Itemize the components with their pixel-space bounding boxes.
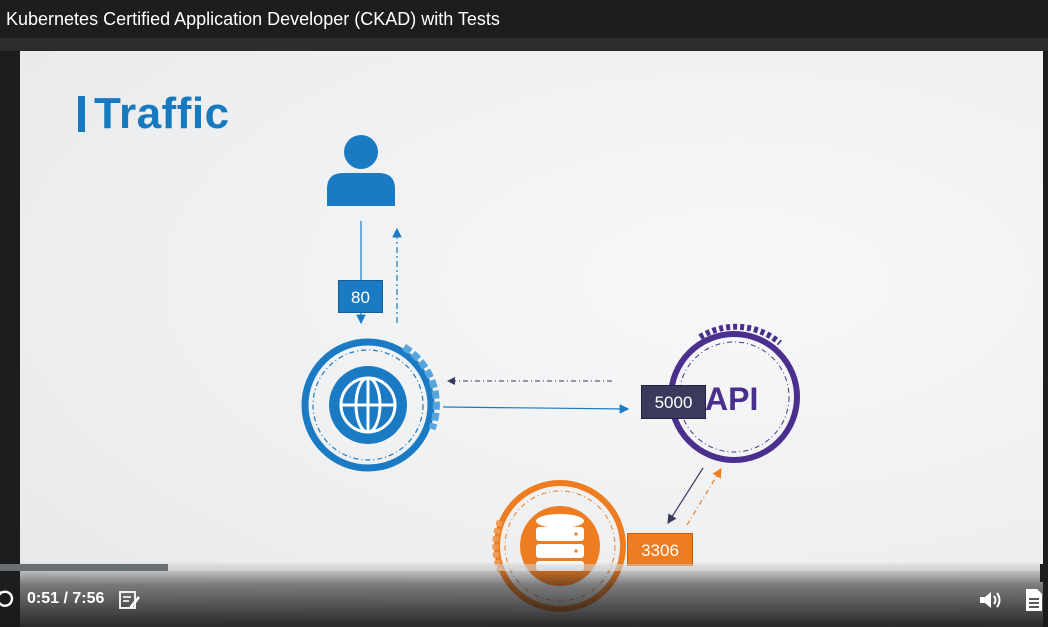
playback-time: 0:51 / 7:56 <box>27 590 105 607</box>
progress-end-cap <box>1040 564 1048 582</box>
right-letterbox <box>1043 51 1048 627</box>
transcript-icon[interactable] <box>1024 588 1044 612</box>
traffic-diagram <box>301 135 800 612</box>
left-letterbox <box>0 51 20 627</box>
window-title: Kubernetes Certified Application Develop… <box>0 0 1048 38</box>
port-80-label: 80 <box>338 280 383 313</box>
port-5000-label: 5000 <box>641 385 706 419</box>
api-label: API <box>705 381 759 417</box>
video-stage[interactable]: Traffic <box>20 51 1043 627</box>
player-controls <box>0 562 1048 627</box>
volume-icon[interactable] <box>978 589 1004 611</box>
title-separator <box>0 38 1048 51</box>
arrow-db-to-api <box>686 467 722 526</box>
progress-fill <box>0 564 169 571</box>
notes-icon[interactable] <box>119 590 141 610</box>
progress-bar[interactable] <box>0 564 1048 582</box>
globe-icon <box>339 376 397 434</box>
arrow-api-to-db <box>667 467 704 525</box>
port-3306-label: 3306 <box>627 533 693 566</box>
web-server-icon <box>301 338 440 472</box>
cylinder-icon <box>536 514 584 571</box>
slide-title-accent <box>78 96 85 132</box>
arrow-web-to-api <box>442 404 630 414</box>
rewind-icon[interactable] <box>0 588 14 610</box>
user-icon <box>327 135 395 206</box>
slide-title: Traffic <box>78 89 230 139</box>
slide-title-text: Traffic <box>94 89 230 138</box>
